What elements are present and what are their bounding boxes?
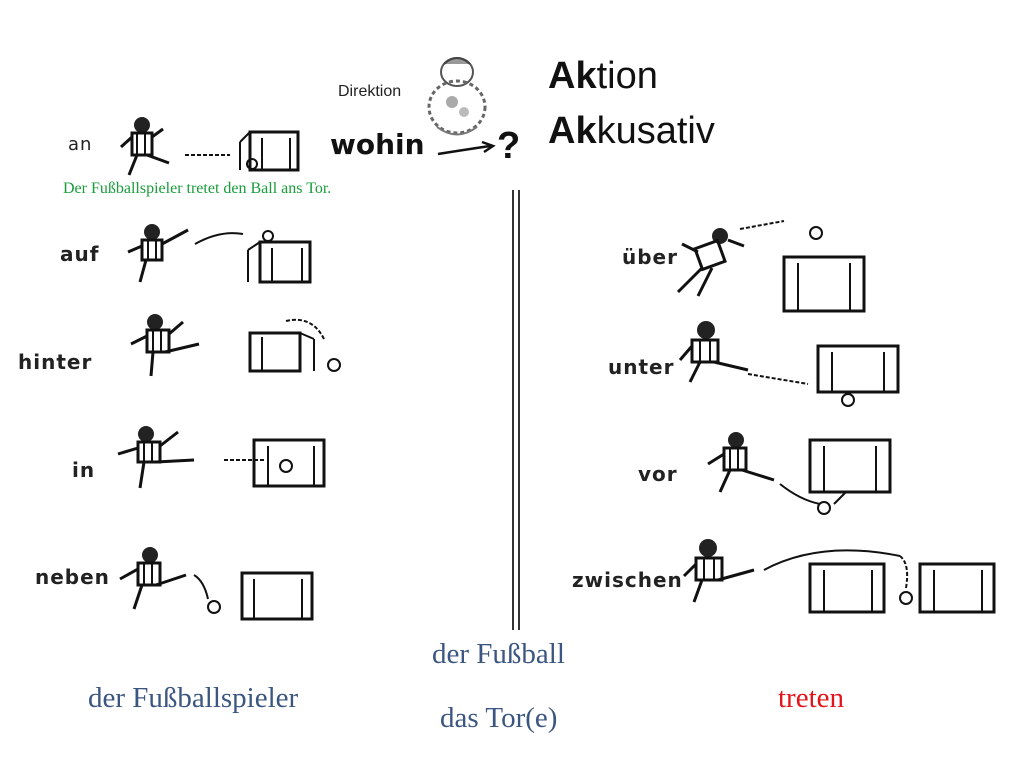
mascot-icon (427, 57, 487, 136)
example-sentence: Der Fußballspieler tretet den Ball ans T… (63, 180, 332, 197)
vocab-fussballspieler: der Fußballspieler (88, 682, 299, 714)
wohin-arrow (437, 140, 496, 156)
player-icon (130, 314, 200, 377)
player-icon (682, 539, 755, 603)
goal-icon (248, 318, 341, 373)
goal-icon (779, 438, 892, 515)
direktion-label: Direktion (338, 83, 402, 100)
player-icon (678, 321, 749, 383)
vocab-fussball: der Fußball (432, 638, 565, 670)
prep-hinter: hinter (18, 350, 93, 374)
question-mark: ? (497, 125, 521, 167)
player-icon (119, 547, 187, 610)
goal-icon (739, 220, 866, 313)
player-icon (127, 224, 189, 283)
player-icon (707, 432, 775, 493)
goal-icon (247, 230, 312, 284)
wohin-label: wohin (330, 128, 425, 161)
prep-auf: auf (60, 242, 100, 266)
player-icon (119, 117, 170, 176)
prep-ueber: über (622, 245, 678, 269)
akkusativ-title: Akkusativ (548, 110, 715, 152)
goal-icon (239, 130, 300, 172)
goal-icon (193, 571, 314, 621)
player-icon (117, 426, 195, 489)
vocab-tor: das Tor(e) (440, 702, 558, 734)
prep-an: an (68, 134, 93, 155)
divider-line (512, 190, 520, 630)
ball-path (194, 232, 244, 245)
prep-zwischen: zwischen (572, 568, 683, 592)
goal-icon (224, 438, 326, 488)
prep-in: in (72, 458, 96, 482)
goal-icon (763, 549, 996, 614)
prep-neben: neben (35, 565, 110, 589)
vocab-treten: treten (778, 682, 845, 714)
player-icon (676, 228, 745, 297)
ball-path (185, 154, 230, 156)
goal-icon (747, 344, 900, 407)
aktion-title: Aktion (548, 55, 658, 97)
prep-unter: unter (608, 355, 675, 379)
prep-vor: vor (638, 462, 678, 486)
